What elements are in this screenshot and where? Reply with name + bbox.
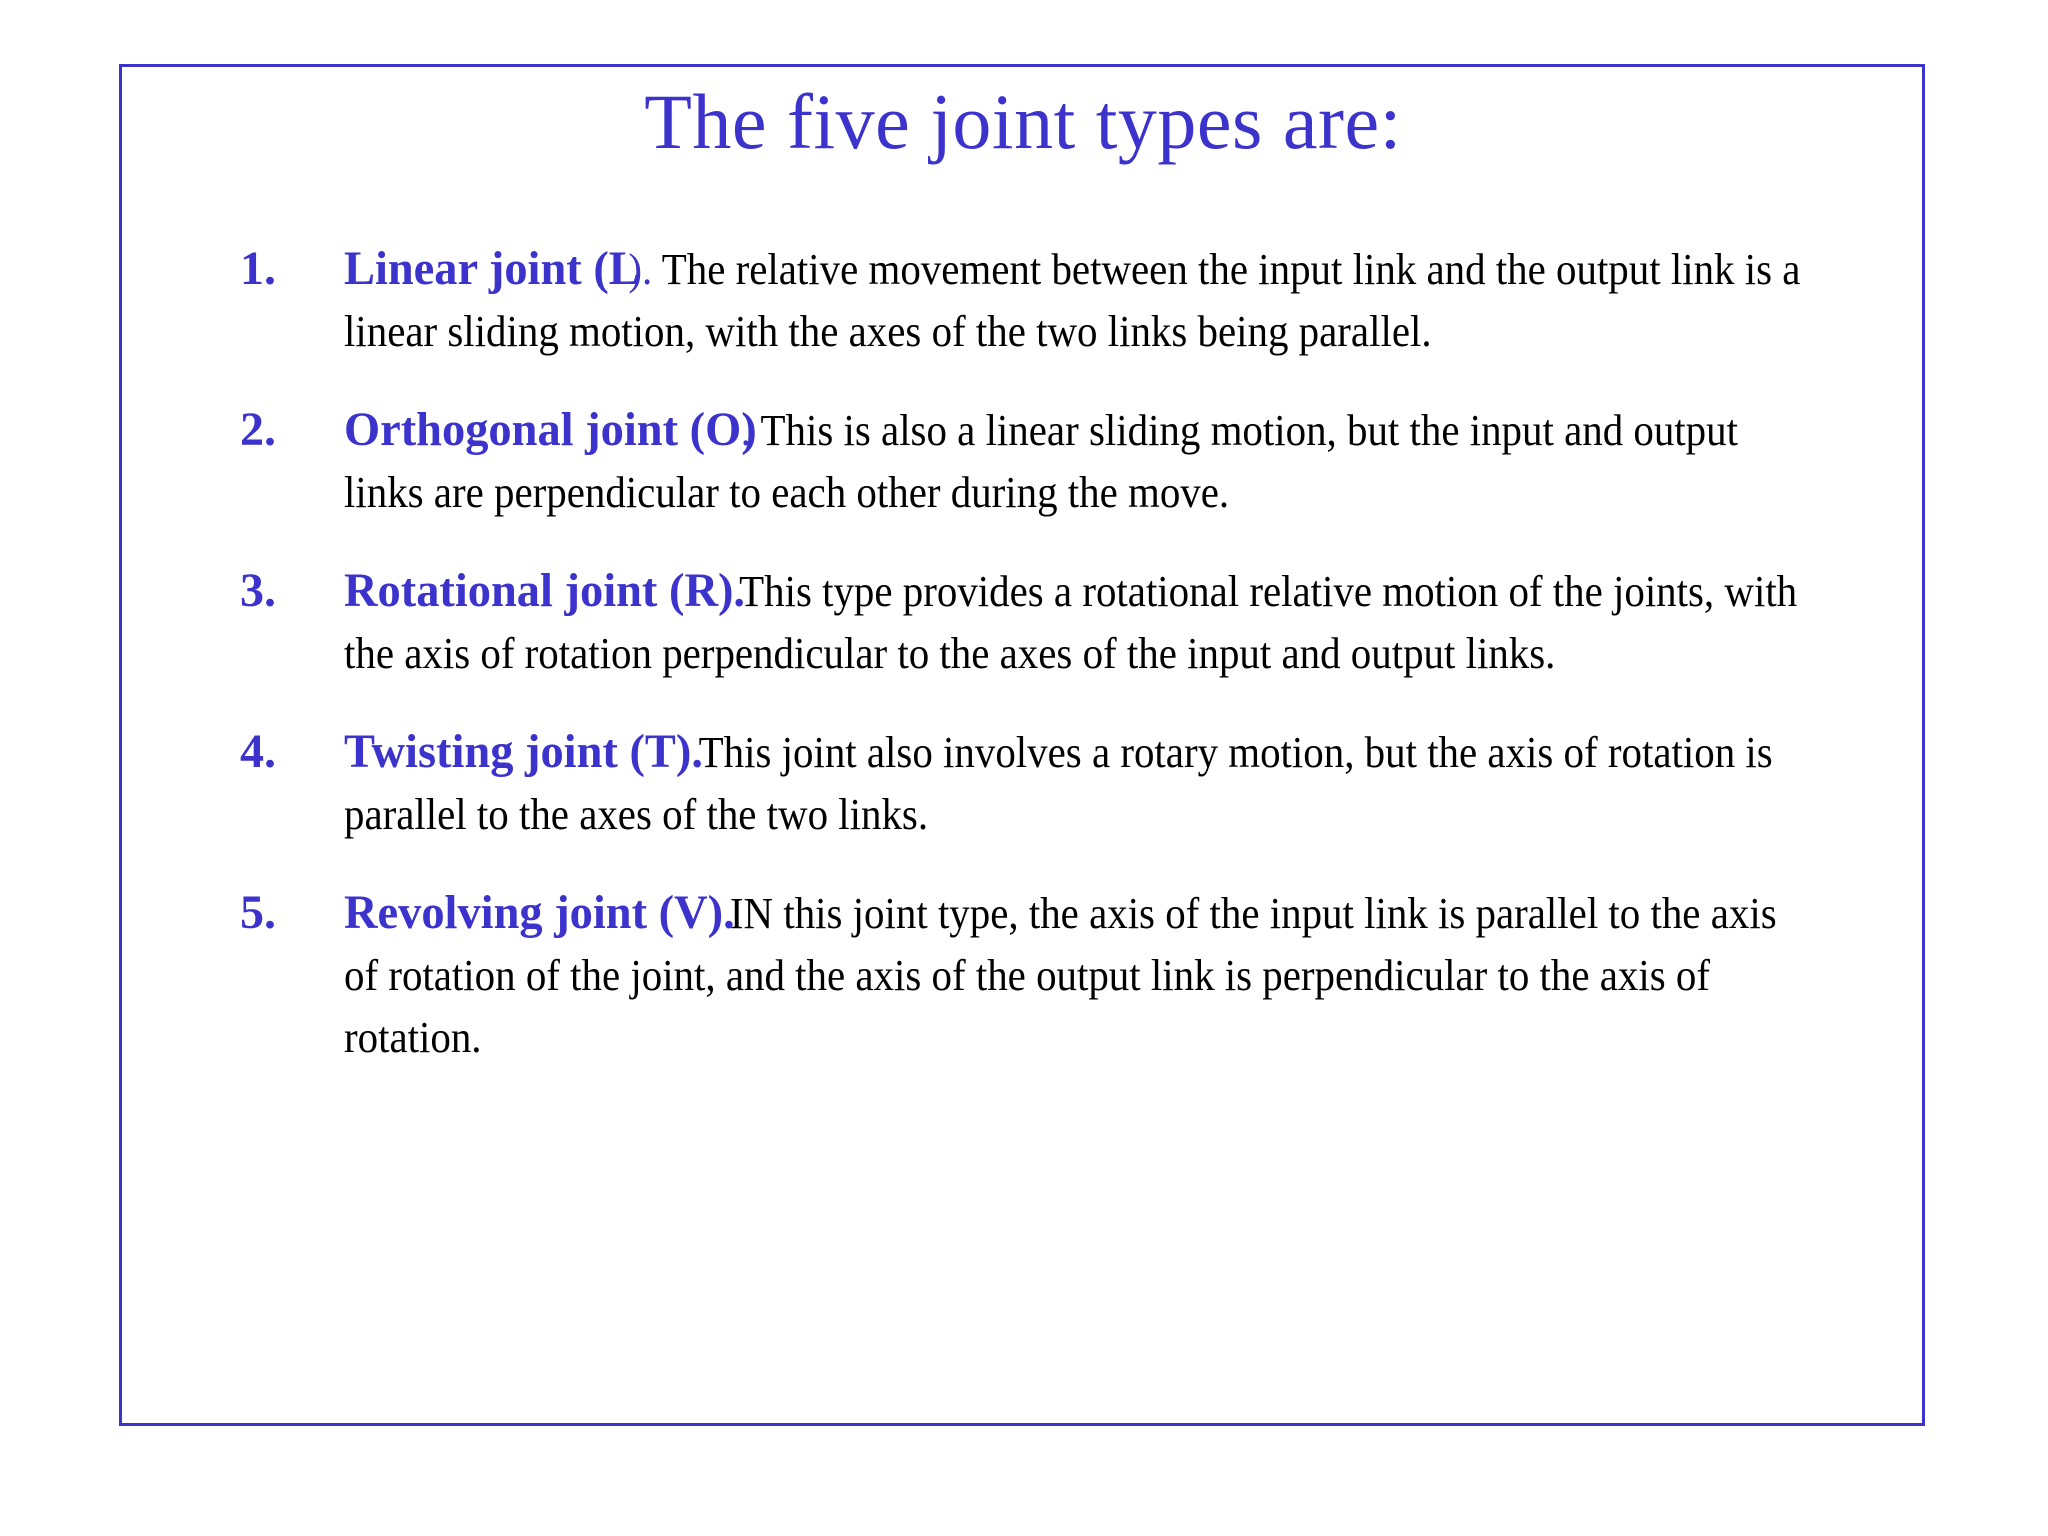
list-item-term-tail: ). <box>628 245 653 294</box>
list-item-number: 2. <box>240 403 276 456</box>
list-item-number: 1. <box>240 242 276 295</box>
list-item-description: The relative movement between the input … <box>344 245 1801 356</box>
list-item-body: Revolving joint (V). IN this joint type,… <box>344 882 1819 1069</box>
list-item: 2. Orthogonal joint (O). This is also a … <box>240 399 1930 524</box>
list-item: 3. Rotational joint (R). This type provi… <box>240 560 1930 685</box>
list-item-description: This is also a linear sliding motion, bu… <box>344 406 1738 517</box>
list-item-term: Twisting joint (T). <box>344 725 703 778</box>
list-item-number: 4. <box>240 725 276 778</box>
joint-types-list: 1. Linear joint (L). The relative moveme… <box>240 238 1930 1105</box>
list-item-description: This joint also involves a rotary motion… <box>344 728 1773 839</box>
list-item-description: IN this joint type, the axis of the inpu… <box>344 889 1777 1062</box>
list-item-description: This type provides a rotational relative… <box>344 567 1798 678</box>
list-item: 1. Linear joint (L). The relative moveme… <box>240 238 1930 363</box>
list-item: 4. Twisting joint (T). This joint also i… <box>240 721 1930 846</box>
list-item-body: Linear joint (L). The relative movement … <box>344 238 1819 363</box>
list-item-term: Orthogonal joint (O) <box>344 403 757 456</box>
list-item-number: 5. <box>240 886 276 939</box>
list-item-body: Rotational joint (R). This type provides… <box>344 560 1819 685</box>
list-item-term: Revolving joint (V). <box>344 886 735 939</box>
list-item-number: 3. <box>240 564 276 617</box>
list-item-term: Linear joint (L <box>344 242 640 295</box>
list-item-term: Rotational joint (R). <box>344 564 746 617</box>
list-item-term-tail: . <box>740 406 752 455</box>
list-item-body: Orthogonal joint (O). This is also a lin… <box>344 399 1819 524</box>
page-title: The five joint types are: <box>644 78 1402 165</box>
list-item: 5. Revolving joint (V). IN this joint ty… <box>240 882 1930 1069</box>
list-item-body: Twisting joint (T). This joint also invo… <box>344 721 1819 846</box>
